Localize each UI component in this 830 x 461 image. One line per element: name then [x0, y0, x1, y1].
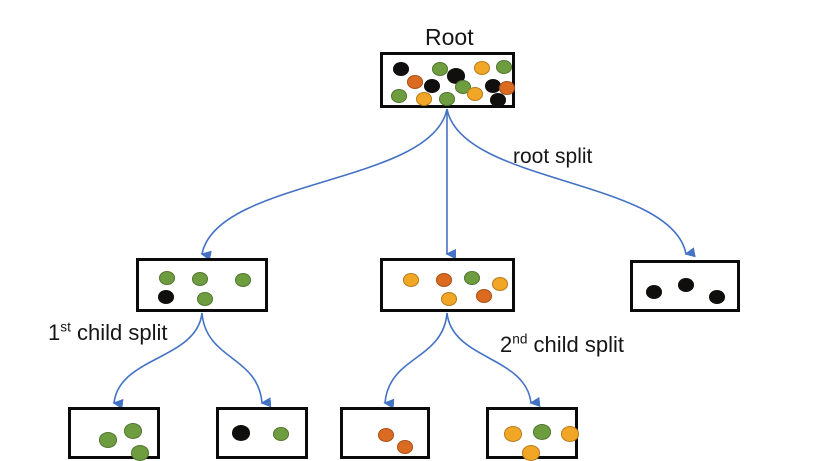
data-point-green — [192, 272, 208, 286]
leaf-node-4[interactable] — [486, 407, 579, 461]
data-point-black — [158, 290, 174, 304]
data-point-green — [464, 271, 480, 285]
root-split-label: root split — [513, 145, 593, 168]
data-point-black — [709, 290, 725, 304]
root-node[interactable] — [380, 52, 515, 108]
first-child-split-number: 1 — [48, 320, 61, 345]
root-label: Root — [425, 24, 474, 50]
data-point-black — [447, 68, 465, 84]
edge-root-to-left — [200, 108, 448, 261]
data-point-black — [393, 62, 409, 76]
data-point-amber — [467, 87, 483, 101]
data-point-red-orange — [476, 289, 492, 303]
data-point-amber — [492, 277, 508, 291]
data-point-green — [124, 423, 142, 439]
data-point-black — [485, 79, 501, 93]
data-point-red-orange — [499, 81, 515, 95]
edge-middle-to-leaf4 — [446, 312, 541, 408]
data-point-black — [490, 93, 506, 107]
data-point-green — [432, 62, 448, 76]
data-point-amber — [504, 426, 522, 442]
data-point-green — [235, 273, 251, 287]
first-child-split-ordinal: st — [60, 319, 71, 335]
data-point-green — [273, 427, 289, 441]
leaf-node-2[interactable] — [216, 407, 308, 459]
edge-left-to-leaf2 — [201, 312, 272, 408]
edge-middle-to-leaf3 — [383, 312, 448, 409]
second-child-split-label: 2nd child split — [500, 331, 624, 357]
data-point-black — [646, 285, 662, 299]
data-point-red-orange — [378, 428, 394, 442]
leaf-node-3[interactable] — [340, 407, 430, 459]
data-point-green — [496, 60, 512, 74]
data-point-green — [391, 89, 407, 103]
child-node-left[interactable] — [136, 258, 268, 312]
second-child-split-number: 2 — [500, 332, 513, 357]
data-point-green — [533, 424, 551, 440]
first-child-split-rest: child split — [70, 320, 168, 345]
data-point-black — [424, 79, 440, 93]
data-point-amber — [561, 426, 579, 442]
data-point-amber — [403, 273, 419, 287]
data-point-green — [439, 92, 455, 106]
data-point-red-orange — [436, 273, 452, 287]
data-point-green — [197, 292, 213, 306]
second-child-split-rest: child split — [527, 332, 624, 357]
data-point-green — [99, 432, 117, 448]
first-child-split-label: 1st child split — [48, 319, 168, 345]
data-point-amber — [441, 292, 457, 306]
child-node-middle[interactable] — [380, 258, 515, 312]
child-node-right[interactable] — [630, 260, 740, 312]
second-child-split-ordinal: nd — [512, 331, 528, 347]
data-point-red-orange — [407, 75, 423, 89]
data-point-amber — [416, 92, 432, 106]
data-point-red-orange — [397, 440, 413, 454]
edge-root-to-right — [446, 108, 696, 258]
data-point-green — [159, 271, 175, 285]
data-point-black — [678, 278, 694, 292]
leaf-node-1[interactable] — [68, 407, 160, 461]
data-point-amber — [522, 445, 540, 461]
data-point-black — [232, 425, 250, 441]
data-point-amber — [474, 61, 490, 75]
data-point-green — [131, 445, 149, 461]
